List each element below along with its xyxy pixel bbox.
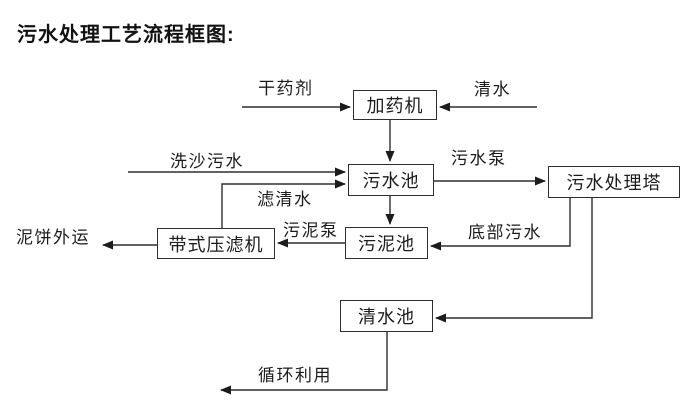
edge-label-dry-agent: 干药剂 [258,79,314,98]
edge-label-sludge-pump: 污泥泵 [283,221,339,240]
node-dosing-machine: 加药机 [353,90,437,120]
arrow-clean-pool-to-recycle [220,332,388,395]
node-clean-water-pool: 清水池 [340,300,433,332]
node-sludge-pool: 污泥池 [345,227,428,259]
edge-label-filtered-water: 滤清水 [257,190,313,209]
node-label: 带式压滤机 [168,234,264,255]
arrow-filtered-water-to-sewage-pool [221,179,346,228]
edge-label-sewage-pump: 污水泵 [451,149,507,168]
node-label: 加药机 [366,96,424,116]
node-label: 清水池 [358,307,415,327]
edge-label-clean-water: 清水 [474,80,511,99]
node-treatment-tower: 污水处理塔 [548,166,680,198]
node-sewage-pool: 污水池 [348,164,434,196]
edge-label-mud-cake-out: 泥饼外运 [16,228,90,247]
edge-label-recycle-use: 循环利用 [258,366,332,385]
node-belt-filter-press: 带式压滤机 [157,228,275,259]
node-label: 污水处理塔 [566,173,662,193]
edge-label-bottom-sewage: 底部污水 [468,223,542,242]
page-title: 污水处理工艺流程框图: [17,24,235,46]
node-label: 污水池 [362,171,420,191]
arrow-bottom-sewage-to-sludge-pool [430,198,571,251]
arrow-tower-to-clean-pool [435,198,593,323]
edge-label-sand-wash-sewage: 洗沙污水 [170,152,244,171]
node-label: 污泥池 [358,234,415,254]
